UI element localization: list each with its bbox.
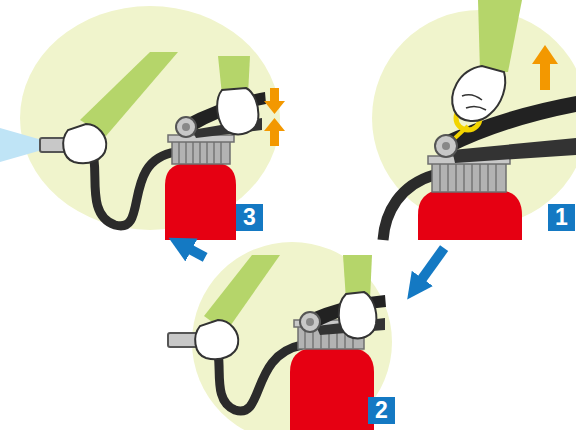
collar-ridges [179,140,221,164]
step-panel: 3 [0,0,240,240]
pivot [300,312,320,332]
pivot [176,117,196,137]
extinguisher-body [418,190,522,240]
hand [452,66,505,121]
extinguisher-body [165,163,236,240]
hose [92,150,176,226]
pull-arrow-shaft [540,62,550,90]
collar [172,140,230,164]
lower-lever [452,138,576,163]
squeeze-arrow-head [264,101,285,114]
finger-lines [462,95,486,110]
collar-ridges [440,162,496,192]
collar [432,162,506,192]
flow-arrow [419,248,444,282]
hand [63,124,106,163]
extinguisher-body [290,348,374,430]
sleeve [80,52,178,136]
pivot-center [306,318,314,326]
hand [217,88,258,134]
squeeze-arrow-shaft [270,88,279,102]
hand [339,292,377,338]
step-number: 1 [548,204,575,231]
pivot [435,135,457,157]
step-number: 3 [236,204,263,231]
flow-arrow [187,248,205,258]
step-three-illustration [0,6,285,240]
step-one-illustration [372,0,576,240]
step-panel: 1 [385,0,576,240]
panel-background [20,6,280,230]
hand [195,320,238,359]
panel-background [192,242,392,430]
pull-arrow-head [532,45,558,64]
spray [0,128,42,162]
pivot-center [442,142,450,150]
squeeze-arrow-shaft [270,130,279,146]
squeeze-arrow-head [264,118,285,131]
sleeve [478,0,522,72]
pivot-center [182,123,190,131]
step-panel: 2 [165,262,410,430]
step-number: 2 [368,397,395,424]
step-two-illustration [168,242,392,430]
